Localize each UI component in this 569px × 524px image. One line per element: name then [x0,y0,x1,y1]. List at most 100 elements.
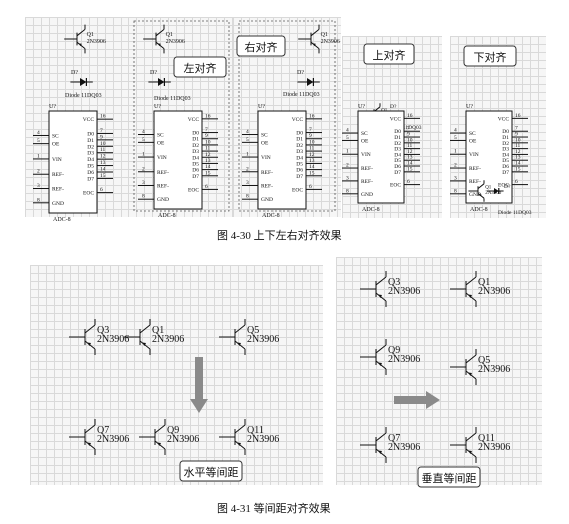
adc-right-pin-number: 10 [515,137,521,143]
adc-right-pin-name: D7 [296,174,303,180]
transistor-ref-label: Q5 [247,325,259,336]
emitter-arrow [468,372,472,376]
adc-right-pin-number: 10 [309,139,315,145]
adc-left-pin-name: REF- [261,183,273,189]
adc-right-pin-number: 16 [309,113,315,119]
adc-left-pin-number: 8 [37,197,40,203]
adc-right-pin-number: 15 [515,166,521,172]
collector-lead [310,29,320,37]
adc-right-pin-name: D4 [502,152,509,158]
transistor-ref-label: Q1 [166,32,173,38]
adc-right-pin-number: 14 [309,164,315,170]
adc-left-pin-number: 3 [37,183,40,189]
transistor-part-label: 2N3906 [388,286,420,297]
adc-right-pin-number: 13 [205,158,211,164]
callout-rect [179,460,243,482]
adc-right-pin-number: 7 [309,127,312,133]
adc-right-pin-number: 12 [309,152,315,158]
transistor-part-label: 2N3906 [247,334,279,345]
adc-left-pin-number: 4 [454,128,457,134]
adc-ref-label: U? [49,104,56,110]
adc-right-pin-name: D5 [502,158,509,164]
adc-right-pin-name: D7 [502,170,509,176]
diode-part-label: Diode 11DQ03 [388,125,422,131]
adc-right-pin-number: 13 [407,155,413,161]
transistor-ref-label: Q1 [321,32,328,38]
adc-left-pin-number: 5 [142,137,145,143]
adc-left-pin-name: GND [157,197,169,203]
adc-right-pin-name: D0 [394,129,401,135]
collector-lead [139,324,151,334]
adc-right-pin-name: VCC [188,117,200,123]
callout-label: 水平等间距 [184,465,239,479]
adc-left-pin-number: 5 [246,137,249,143]
adc-right-pin-number: 10 [100,141,106,147]
transistor-part-label: 2N3906 [485,191,502,196]
adc-left-pin-number: 2 [37,169,40,175]
adc-right-pin-number: 6 [407,179,410,185]
adc-right-pin-number: 9 [515,132,518,138]
adc-left-pin-name: SC [157,133,164,139]
adc-part-label: ADC-8 [470,207,488,213]
adc-right-pin-name: VCC [498,116,510,122]
adc-right-pin-number: 6 [205,184,208,190]
collector-lead [375,276,387,286]
emitter-arrow [78,43,82,47]
transistor-ref-label: Q11 [247,425,264,436]
adc-ref-label: U? [466,104,473,110]
emitter-arrow [87,342,91,346]
transistor-part-label: 2N3906 [478,442,510,453]
callout-box: 水平等间距 [179,460,243,482]
emitter-lead [155,41,165,49]
transistor-ref-label: Q3 [97,325,109,336]
transistor-ref-label: Q7 [97,425,109,436]
diode-ref-label: D? [297,70,304,76]
adc-left-pin-name: GND [361,192,373,198]
adc-right-pin-name: D0 [296,131,303,137]
adc-right-pin-name: D2 [87,144,94,150]
figure-4-31-caption: 图 4-31 等间距对齐效果 [217,503,331,515]
adc-right-pin-name: D2 [192,143,199,149]
adc-body [357,110,405,204]
adc-right-pin-number: 11 [407,143,413,149]
adc-right-pin-name: D1 [394,135,401,141]
callout-box: 下对齐 [463,45,517,67]
adc-left-pin-name: REF- [157,170,169,176]
adc-left-pin-name: REF- [469,179,481,185]
adc-right-pin-name: D0 [502,129,509,135]
adc-right-pin-number: 11 [100,147,106,153]
diode-part-label: Diode 11DQ03 [65,93,102,99]
adc-right-pin-name: D1 [87,138,94,144]
selection-box [133,20,230,212]
adc-body [257,110,307,210]
adc-right-pin-number: 10 [205,139,211,145]
adc-left-pin-number: 2 [246,166,249,172]
adc-right-pin-name: D4 [87,157,94,163]
adc-right-pin-name: D6 [87,170,94,176]
adc-left-pin-number: 4 [346,128,349,134]
emitter-arrow [87,442,91,446]
adc-right-pin-number: 7 [407,126,410,132]
emitter-arrow [142,342,146,346]
transistor-ref-label: Q3 [388,277,400,288]
adc-left-pin-name: REF- [361,179,373,185]
diode-symbol [70,78,93,86]
collector-lead [375,432,387,442]
diode-part-label: Diode 11DQ03 [154,96,191,102]
adc-part-label: ADC-8 [362,207,380,213]
emitter-arrow [312,43,316,47]
collector-lead [76,29,86,37]
adc-right-pin-name: D3 [87,151,94,157]
transistor-part-label: 2N3906 [152,334,184,345]
diode-part-label: Diode 11DQ03 [498,210,532,216]
adc-left-pin-number: 3 [246,180,249,186]
